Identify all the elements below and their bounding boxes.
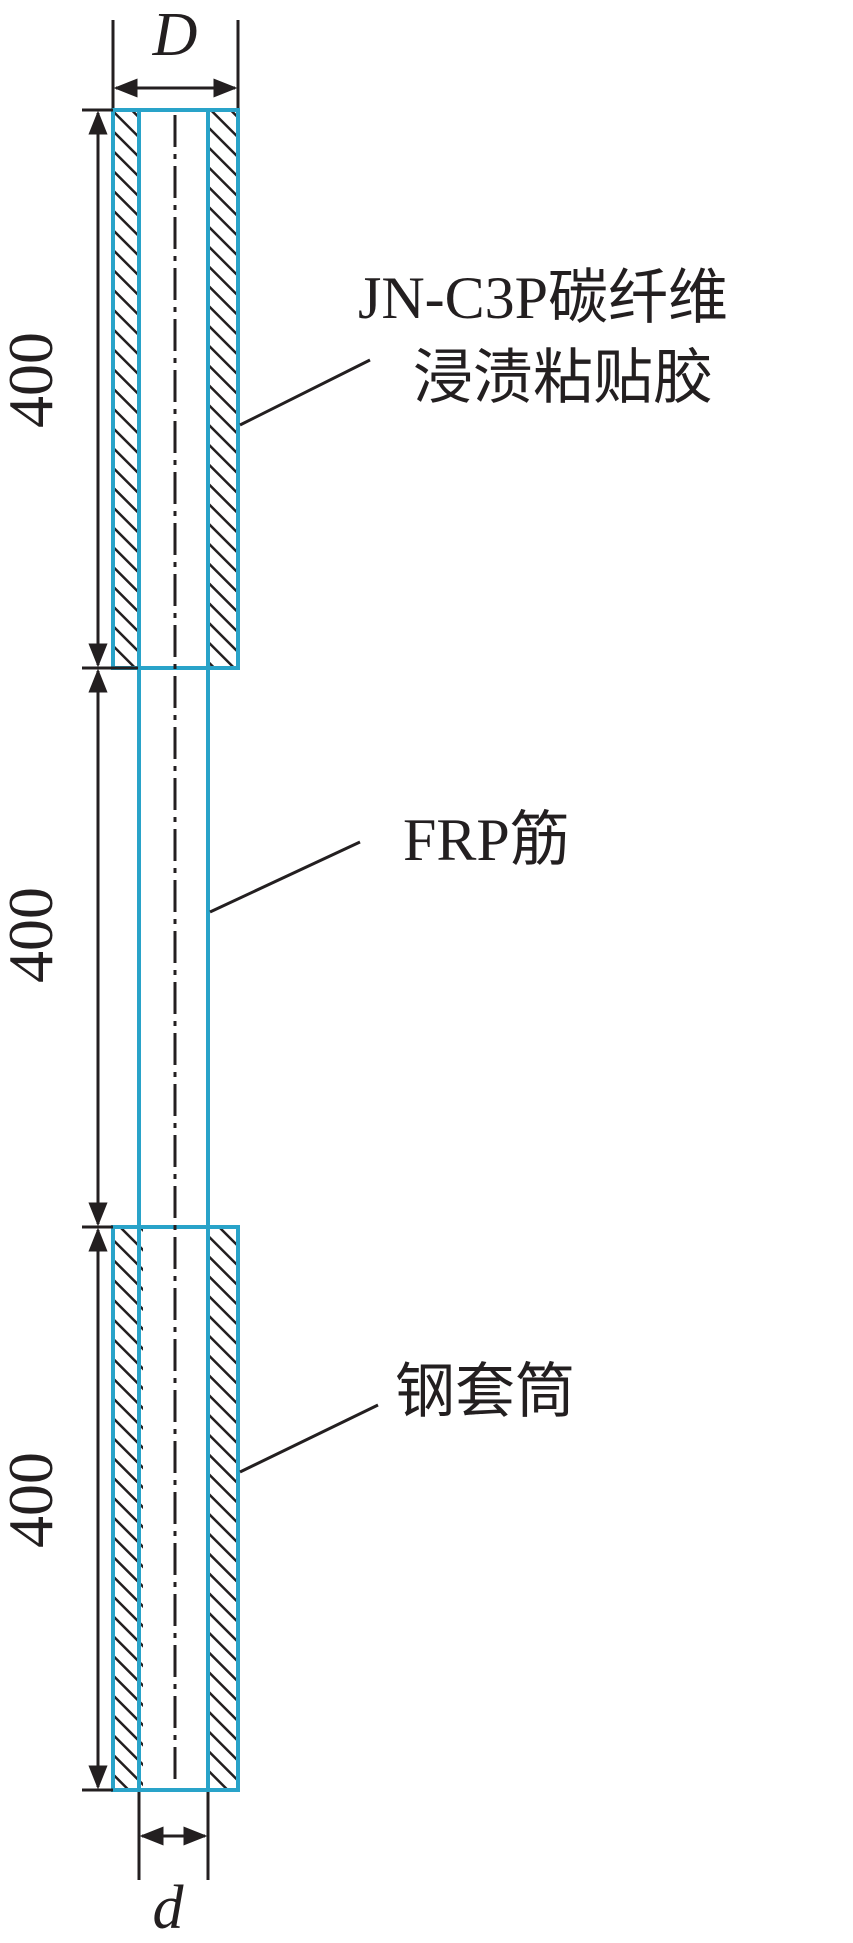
adhesive-label-line1: JN-C3P碳纤维: [358, 265, 728, 331]
leader-adhesive: [239, 358, 371, 427]
leader-steel-sleeve: [239, 1403, 379, 1474]
outer-diameter-label: D: [152, 1, 198, 69]
frp-bar: [137, 110, 210, 1790]
leader-lines: [209, 358, 379, 1474]
length-label-bottom: 400: [0, 1452, 66, 1548]
top-sleeve-right-wall: [208, 110, 238, 668]
steel-sleeve-label: 钢套筒: [395, 1359, 575, 1425]
inner-diameter-dimension: d: [137, 1792, 210, 1942]
top-steel-sleeve: [111, 108, 240, 670]
bottom-sleeve-right-wall: [208, 1227, 238, 1790]
top-sleeve-left-wall: [113, 110, 140, 668]
adhesive-label-line2: 浸渍粘贴胶: [413, 345, 713, 411]
length-label-middle: 400: [0, 887, 66, 983]
frp-bar-label: FRP筋: [403, 807, 570, 873]
length-label-top: 400: [0, 332, 66, 428]
inner-diameter-label: d: [153, 1874, 185, 1942]
leader-frp-bar: [209, 840, 361, 914]
length-dimensions: 400 400 400: [0, 108, 138, 1792]
outer-diameter-dimension: D: [111, 1, 240, 108]
